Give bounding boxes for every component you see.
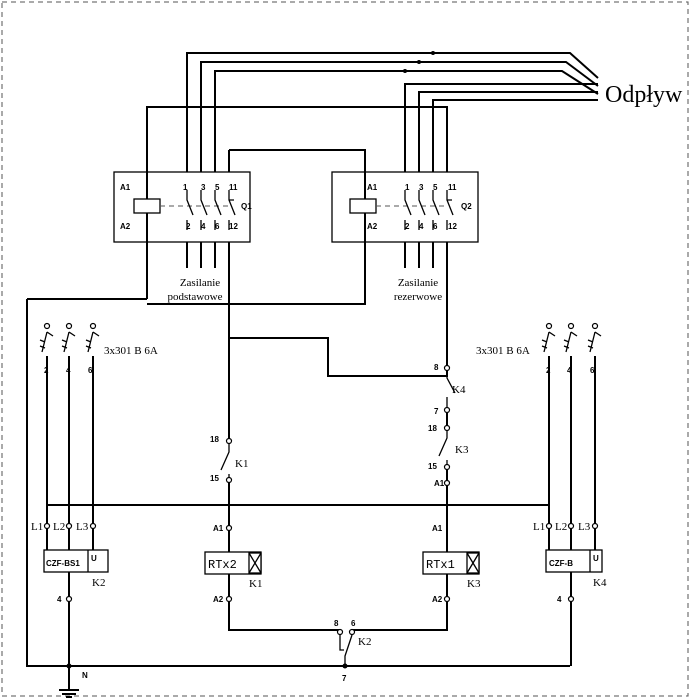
k4-contact-label: K4 xyxy=(452,384,466,396)
relay-k4-name: K4 xyxy=(593,577,607,589)
relay-k2-u: U xyxy=(91,554,97,563)
contactor-q1-box xyxy=(113,171,251,243)
k2-relay-l3: L3 xyxy=(76,521,89,533)
q1-pin-a1: A1 xyxy=(120,183,131,192)
relay-k4-u: U xyxy=(593,554,599,563)
k3-contact-label: K3 xyxy=(455,444,469,456)
right-breaker-pin-2: 2 xyxy=(546,366,551,375)
q2-pin-5: 5 xyxy=(433,183,438,192)
relay-k2-model: CZF-BS1 xyxy=(46,559,80,568)
k4-relay-l1: L1 xyxy=(533,521,545,533)
q2-pin-12: 12 xyxy=(448,222,457,231)
q2-pin-2: 2 xyxy=(405,222,410,231)
k2-pin-8: 8 xyxy=(334,619,339,628)
contactor-q2-coil xyxy=(349,198,377,214)
q1-pin-11: 11 xyxy=(229,183,238,192)
relay-k2-out-pin: 4 xyxy=(57,595,62,604)
relay-k4-out-pin: 4 xyxy=(557,595,562,604)
k3-pin-18: 18 xyxy=(428,424,437,433)
k3-pin-15: 15 xyxy=(428,462,437,471)
neutral-ground: N xyxy=(59,663,88,698)
relay-k2-box xyxy=(43,549,109,573)
breakers-right: 2 4 6 3x301 B 6A xyxy=(476,322,602,526)
q1-pin-a2: A2 xyxy=(120,222,131,231)
q2-pin-a1: A1 xyxy=(367,183,378,192)
q2-pin-6: 6 xyxy=(433,222,438,231)
right-breaker-pin-4: 4 xyxy=(567,366,572,375)
rtx2-name: K1 xyxy=(249,578,262,590)
q2-pin-1: 1 xyxy=(405,183,410,192)
right-breaker-label: 3x301 B 6A xyxy=(476,345,530,357)
k4-pin-8: 8 xyxy=(434,363,439,372)
outflow-bus: Odpływ xyxy=(146,51,683,190)
k2-relay-l1: L1 xyxy=(31,521,43,533)
outflow-label: Odpływ xyxy=(605,82,683,108)
rtx1-name: K3 xyxy=(467,578,481,590)
q1-supply-line1: Zasilanie xyxy=(180,277,220,289)
contactor-q1-coil xyxy=(133,198,161,214)
q1-pin-5: 5 xyxy=(215,183,220,192)
neutral-label: N xyxy=(82,671,88,680)
rtx1-model: RTx1 xyxy=(426,558,455,572)
q2-supply-line1: Zasilanie xyxy=(398,277,438,289)
rtx2-model: RTx2 xyxy=(208,558,237,572)
k2-contact-label: K2 xyxy=(358,636,371,648)
q1-pin-1: 1 xyxy=(183,183,188,192)
control-wiring xyxy=(26,242,570,667)
rtx2-pin-a1: A1 xyxy=(213,524,224,533)
k1-pin-15: 15 xyxy=(210,474,219,483)
k4-relay-l3: L3 xyxy=(578,521,591,533)
q2-pin-11: 11 xyxy=(448,183,457,192)
k4-k3-contacts: 8 7 K4 18 15 A1 K3 xyxy=(428,363,469,526)
contactor-q1: A1 1 3 5 11 A2 2 4 6 12 Q1 Zasilanie pod… xyxy=(113,149,366,303)
q1-pin-2: 2 xyxy=(186,222,191,231)
relay-k2: L1 L2 L3 CZF-BS1 U K2 4 xyxy=(31,521,109,690)
q2-pin-a2: A2 xyxy=(367,222,378,231)
left-breaker-pin-6: 6 xyxy=(88,366,93,375)
q1-supply-line2: podstawowe xyxy=(168,291,223,303)
right-breaker-pin-6: 6 xyxy=(590,366,595,375)
left-breaker-pin-4: 4 xyxy=(66,366,71,375)
k4-relay-l2: L2 xyxy=(555,521,567,533)
k2-changeover-contact: 8 6 7 K2 xyxy=(334,619,371,683)
q2-pin-4: 4 xyxy=(419,222,424,231)
k2-relay-l2: L2 xyxy=(53,521,65,533)
q1-pin-12: 12 xyxy=(229,222,238,231)
rtx2-pin-a2: A2 xyxy=(213,595,224,604)
rtx1-pin-a1-top: A1 xyxy=(434,479,445,488)
rtx1-pin-a1: A1 xyxy=(432,524,443,533)
k1-contact-label: K1 xyxy=(235,458,248,470)
left-breaker-label: 3x301 B 6A xyxy=(104,345,158,357)
timer-rtx2: A1 RTx2 K1 A2 xyxy=(204,524,340,631)
relay-k4-box xyxy=(545,549,603,573)
q1-pin-6: 6 xyxy=(215,222,220,231)
relay-k2-name: K2 xyxy=(92,577,105,589)
relay-k4: L1 L2 L3 CZF-B U K4 4 xyxy=(533,521,607,666)
k4-pin-7: 7 xyxy=(434,407,439,416)
q1-pin-4: 4 xyxy=(201,222,206,231)
contactor-q2: A1 1 3 5 11 A2 2 4 6 12 Q2 Zasilanie rez… xyxy=(331,150,479,303)
q1-name: Q1 xyxy=(241,202,252,211)
q2-name: Q2 xyxy=(461,202,472,211)
timer-rtx1: A1 RTx1 K3 A2 xyxy=(352,524,481,631)
k2-pin-7: 7 xyxy=(342,674,347,683)
q2-pin-3: 3 xyxy=(419,183,424,192)
k1-contact: 18 15 K1 xyxy=(210,435,248,526)
breakers-left: 2 4 6 3x301 B 6A xyxy=(39,322,549,526)
k2-pin-6: 6 xyxy=(351,619,356,628)
q2-supply-line2: rezerwowe xyxy=(394,291,442,303)
rtx1-pin-a2: A2 xyxy=(432,595,443,604)
left-breaker-pin-2: 2 xyxy=(44,366,49,375)
q1-pin-3: 3 xyxy=(201,183,206,192)
k1-pin-18: 18 xyxy=(210,435,219,444)
relay-k4-model: CZF-B xyxy=(549,559,573,568)
